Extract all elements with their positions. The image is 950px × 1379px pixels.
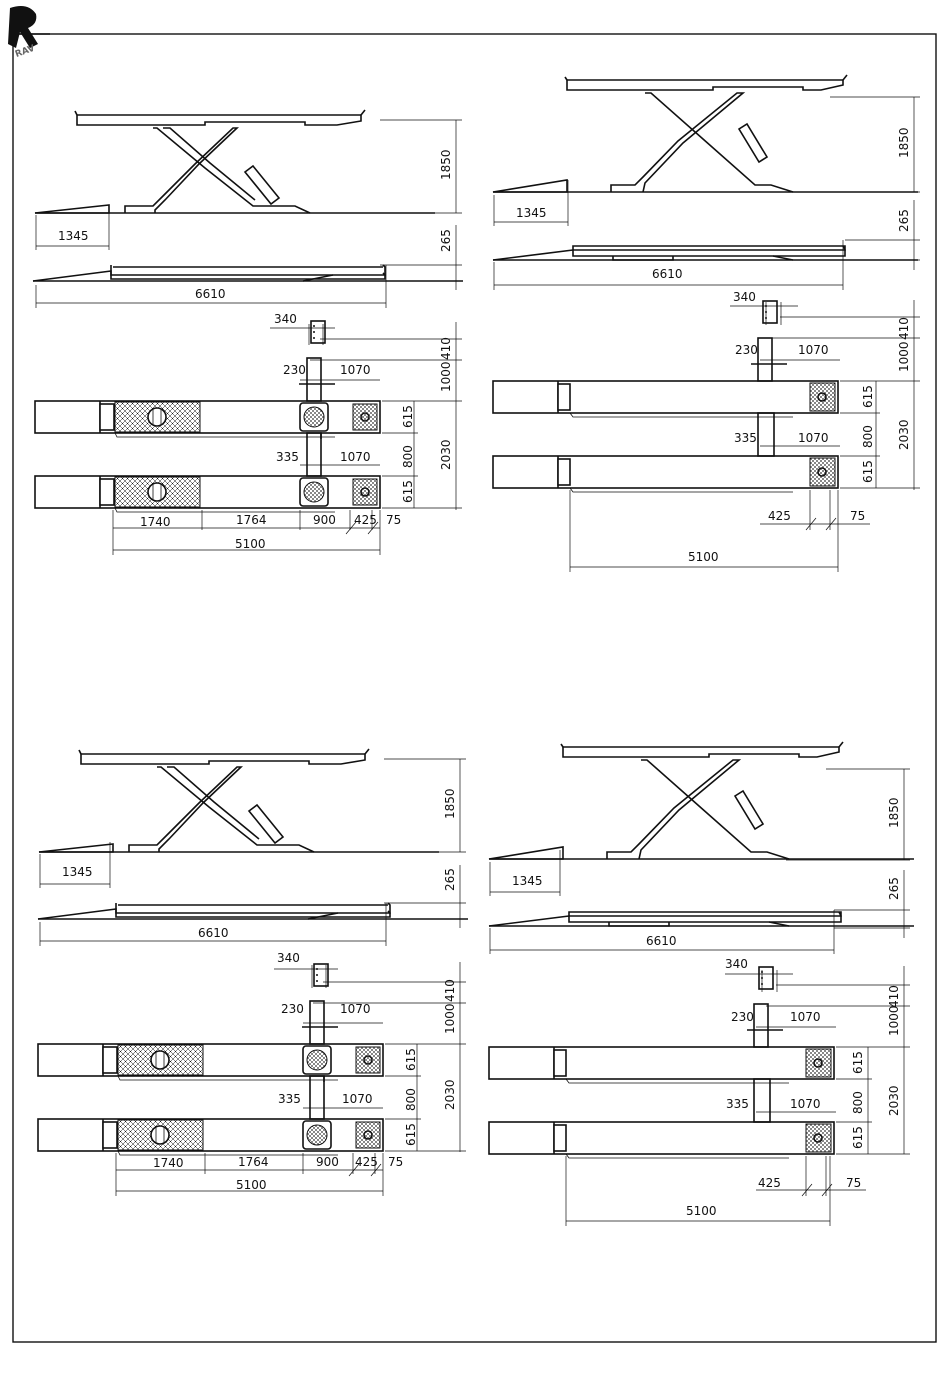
dim-pw-gap: 800	[851, 1091, 865, 1114]
dim-post-off: 1070	[340, 1002, 371, 1016]
dim-len: 5100	[236, 1178, 267, 1192]
dim-pw-gap: 800	[401, 445, 415, 468]
dim-post2: 335	[726, 1097, 749, 1111]
dim-console-h: 410	[439, 337, 453, 360]
dim-pw-total: 2030	[887, 1085, 901, 1116]
dim-overall: 6610	[646, 934, 677, 948]
dim-seg-4: 425	[768, 509, 791, 523]
dim-seg-1: 1740	[140, 515, 171, 529]
dim-overall: 6610	[198, 926, 229, 940]
dim-lift-height: 1850	[443, 788, 457, 819]
dim-console-h: 410	[887, 985, 901, 1008]
dim-post2: 335	[278, 1092, 301, 1106]
dim-console-gap: 1000	[897, 341, 911, 372]
dim-post: 230	[735, 343, 758, 357]
dim-seg-4: 425	[758, 1176, 781, 1190]
dim-len: 5100	[688, 550, 719, 564]
logo-text: RAV	[14, 44, 36, 60]
dim-ramp: 1345	[516, 206, 547, 220]
dim-pw-gap: 800	[404, 1088, 418, 1111]
dim-pw-b: 615	[404, 1123, 418, 1146]
dim-console-gap: 1000	[443, 1003, 457, 1034]
dim-seg-5: 75	[850, 509, 865, 523]
variant-3: 1850 1345 265 6610	[37, 748, 469, 1196]
dim-seg-3: 900	[316, 1155, 339, 1169]
variant-1: 1850 1345 265 6610	[32, 109, 464, 555]
dim-console-w: 340	[733, 290, 756, 304]
dim-seg-5: 75	[846, 1176, 861, 1190]
dim-seg-4: 425	[354, 513, 377, 527]
variant-2: 1850 1345 265 6610 34	[492, 74, 920, 572]
dim-lift-height: 1850	[439, 149, 453, 180]
dim-post-off: 1070	[798, 343, 829, 357]
dim-console-w: 340	[277, 951, 300, 965]
dim-pw-a: 615	[404, 1048, 418, 1071]
dim-post2-off: 1070	[798, 431, 829, 445]
dim-ramp: 1345	[62, 865, 93, 879]
dim-lowered: 265	[887, 877, 901, 900]
dim-post2-off: 1070	[790, 1097, 821, 1111]
dim-seg-2: 1764	[238, 1155, 269, 1169]
dim-seg-4: 425	[355, 1155, 378, 1169]
dim-post: 230	[281, 1002, 304, 1016]
dim-post-off: 1070	[340, 363, 371, 377]
dim-post-off: 1070	[790, 1010, 821, 1024]
dim-seg-2: 1764	[236, 513, 267, 527]
dim-lowered: 265	[439, 229, 453, 252]
dim-lift-height: 1850	[887, 797, 901, 828]
dim-lift-height: 1850	[897, 127, 911, 158]
dim-seg-1: 1740	[153, 1156, 184, 1170]
dim-pw-gap: 800	[861, 425, 875, 448]
dim-console-gap: 1000	[439, 361, 453, 392]
dim-ramp: 1345	[512, 874, 543, 888]
dim-console-h: 410	[443, 979, 457, 1002]
dim-console-w: 340	[725, 957, 748, 971]
drawing-frame	[12, 33, 937, 1343]
dim-lowered: 265	[443, 868, 457, 891]
dim-pw-a: 615	[851, 1051, 865, 1074]
dim-seg-5: 75	[388, 1155, 403, 1169]
dim-lowered: 265	[897, 209, 911, 232]
variant-4: 1850 1345 265 6610 34	[488, 741, 915, 1226]
dim-post2-off: 1070	[342, 1092, 373, 1106]
dim-ramp: 1345	[58, 229, 89, 243]
dim-console-h: 410	[897, 317, 911, 340]
dim-post2: 335	[276, 450, 299, 464]
dim-post2-off: 1070	[340, 450, 371, 464]
dim-console-w: 340	[274, 312, 297, 326]
dim-len: 5100	[686, 1204, 717, 1218]
dim-pw-b: 615	[861, 460, 875, 483]
dim-post2: 335	[734, 431, 757, 445]
dim-pw-a: 615	[401, 405, 415, 428]
dim-pw-total: 2030	[897, 419, 911, 450]
dim-seg-5: 75	[386, 513, 401, 527]
dim-pw-total: 2030	[443, 1079, 457, 1110]
dim-console-gap: 1000	[887, 1005, 901, 1036]
dim-pw-b: 615	[401, 480, 415, 503]
dim-overall: 6610	[652, 267, 683, 281]
dim-overall: 6610	[195, 287, 226, 301]
dim-seg-3: 900	[313, 513, 336, 527]
dim-post: 230	[283, 363, 306, 377]
dim-pw-total: 2030	[439, 439, 453, 470]
dim-post: 230	[731, 1010, 754, 1024]
dim-pw-b: 615	[851, 1126, 865, 1149]
dim-len: 5100	[235, 537, 266, 551]
dim-pw-a: 615	[861, 385, 875, 408]
